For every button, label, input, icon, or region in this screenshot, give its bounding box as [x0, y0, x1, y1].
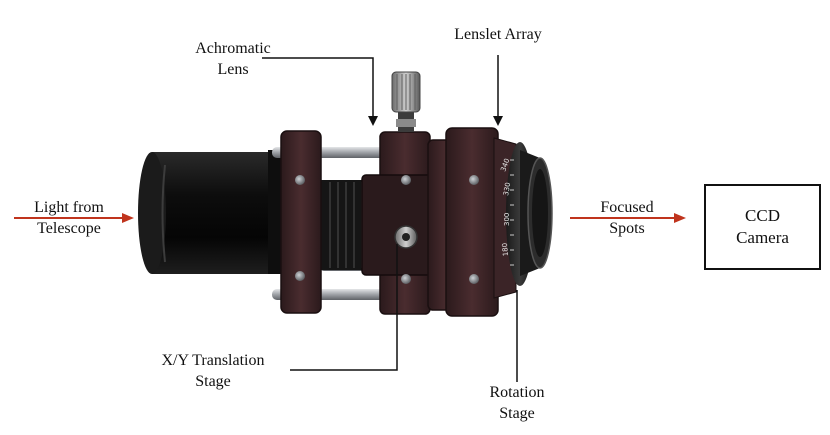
telescope-tube: [138, 150, 290, 274]
lenslet-array-label: Lenslet Array: [438, 24, 558, 45]
adjustment-knob: [391, 71, 421, 132]
achromatic-lens-label-line2: Lens: [217, 61, 249, 78]
rotation-stage-label: Rotation Stage: [462, 382, 572, 424]
ccd-camera-box: CCD Camera: [704, 184, 821, 270]
xy-translation-leader: [290, 244, 398, 371]
ccd-camera-label-line2: Camera: [736, 228, 789, 247]
achromatic-lens-label-line1: Achromatic: [195, 40, 271, 57]
rotation-stage-label-line2: Stage: [499, 405, 535, 422]
dial-marking: 180: [501, 243, 510, 257]
focused-spots-label-line2: Spots: [609, 220, 645, 237]
xy-translation-stage-label: X/Y Translation Stage: [133, 350, 293, 392]
screw-icon: [401, 274, 411, 284]
achromatic-lens-leader: [262, 57, 378, 126]
light-from-telescope-label-line2: Telescope: [37, 220, 101, 237]
output-spots-arrow: [570, 213, 686, 223]
light-from-telescope-label-line1: Light from: [34, 199, 104, 216]
rotation-stage-label-line1: Rotation: [489, 384, 545, 401]
arrowhead-icon: [122, 213, 134, 223]
screw-icon: [469, 175, 479, 185]
lenslet-array-leader: [493, 55, 503, 126]
focused-spots-label: Focused Spots: [582, 197, 672, 239]
input-light-arrow: [14, 213, 134, 223]
dial-marking: 330: [502, 182, 512, 197]
arrowhead-icon: [674, 213, 686, 223]
rotation-stage-housing: [445, 127, 499, 317]
camera-mount-ring: [520, 150, 553, 276]
screw-icon: [401, 175, 411, 185]
lenslet-array-label-text: Lenslet Array: [454, 26, 542, 43]
screw-icon: [295, 271, 305, 281]
focused-spots-label-line1: Focused: [600, 199, 654, 216]
arrowhead-icon: [493, 116, 503, 126]
xy-translation-stage-label-line2: Stage: [195, 373, 231, 390]
dial-marking: 300: [503, 213, 511, 226]
xy-translation-stage-label-line1: X/Y Translation: [161, 352, 265, 369]
screw-icon: [469, 274, 479, 284]
ccd-camera-label-line1: CCD: [745, 206, 780, 225]
light-from-telescope-label: Light from Telescope: [10, 197, 128, 239]
arrowhead-icon: [368, 116, 378, 126]
left-cage-plate: [280, 130, 322, 314]
achromatic-lens-label: Achromatic Lens: [178, 38, 288, 80]
screw-icon: [295, 175, 305, 185]
